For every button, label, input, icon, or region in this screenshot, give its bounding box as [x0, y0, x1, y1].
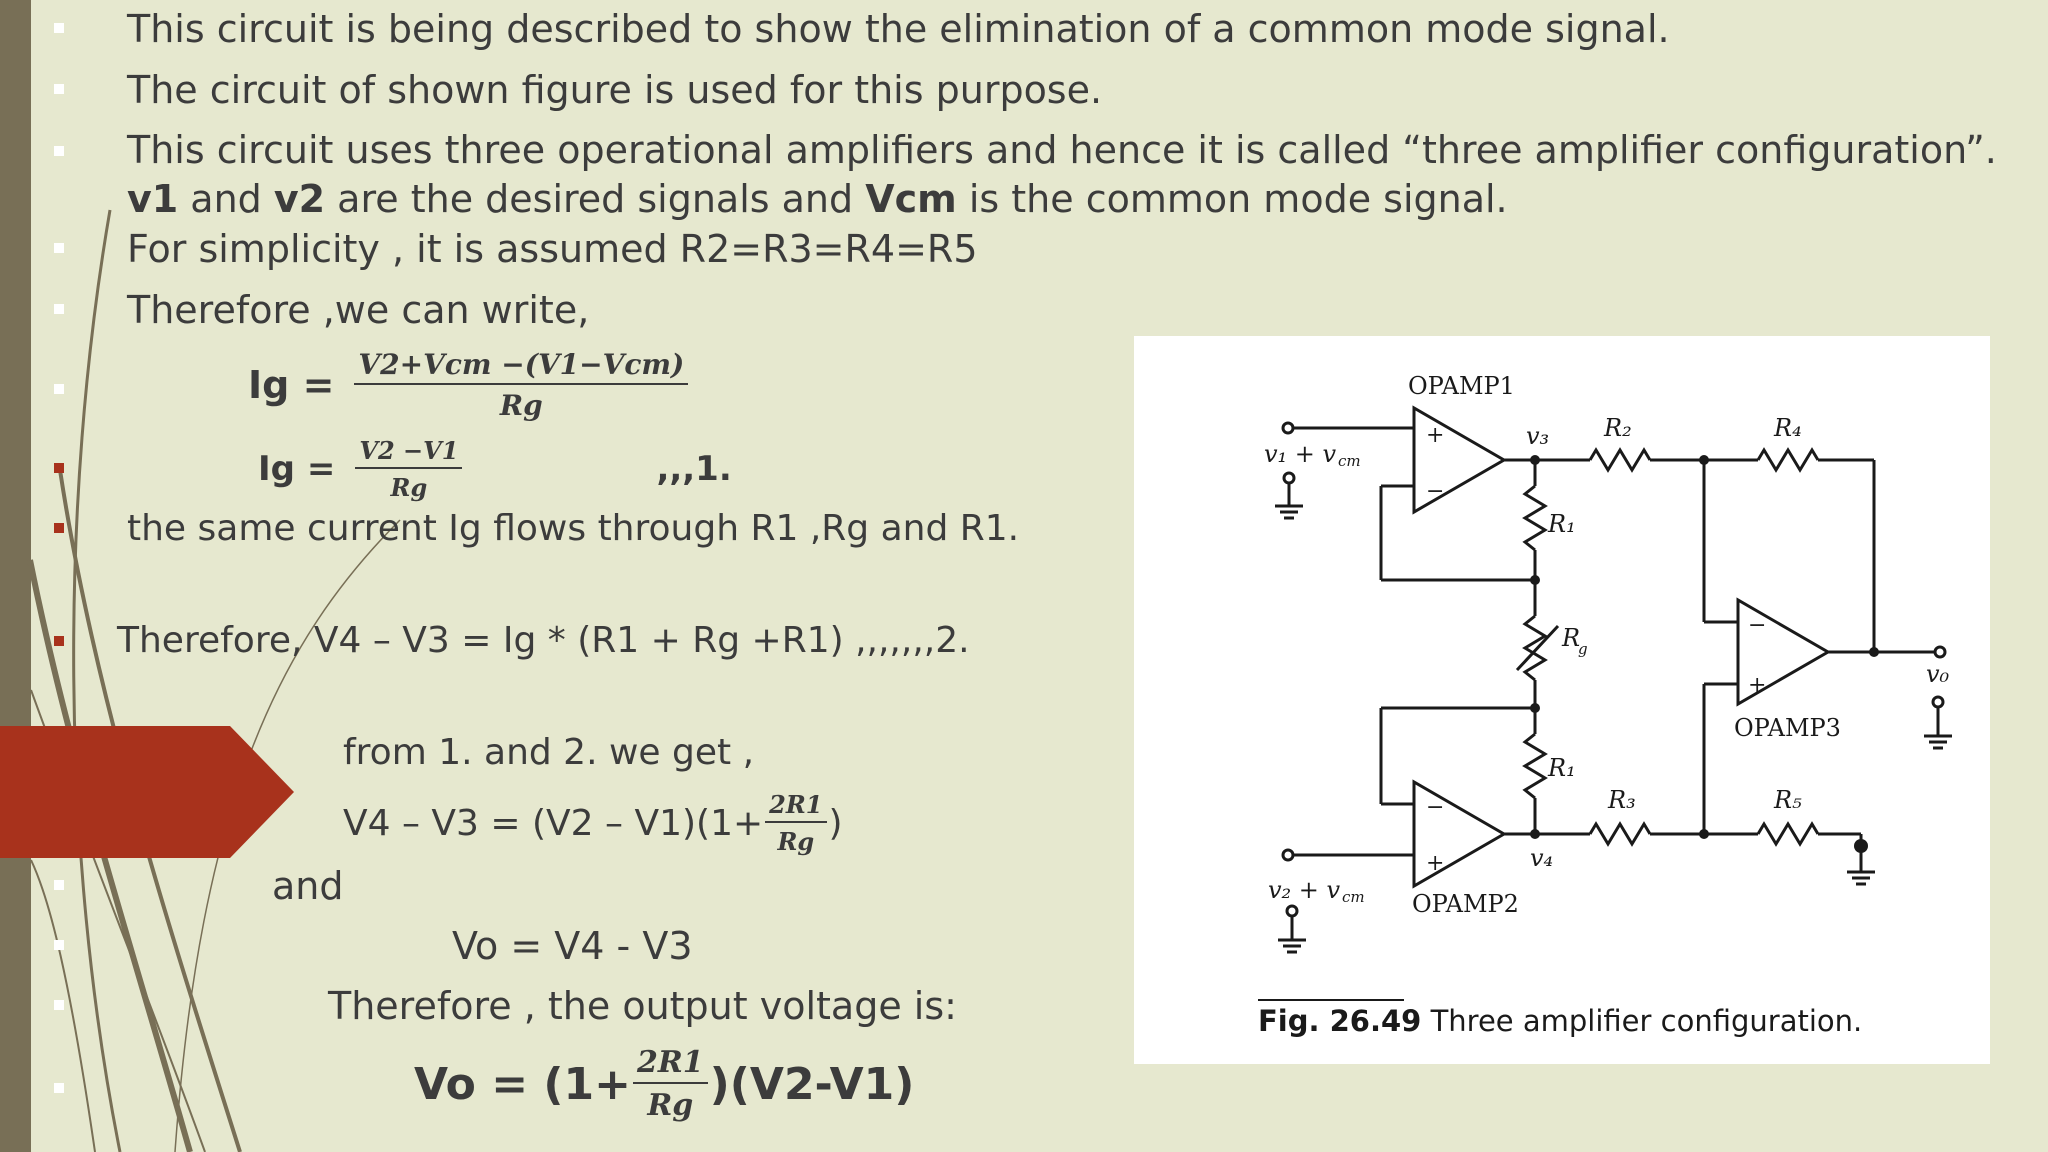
bullet-marker — [54, 146, 64, 156]
opamp1-label: OPAMP1 — [1408, 372, 1515, 400]
bullet-marker — [54, 243, 64, 253]
bullet-marker — [54, 880, 64, 890]
rg-label: R — [1561, 624, 1580, 652]
circuit-figure: OPAMP1 OPAMP2 OPAMP3 v₁ + v cm v₂ + v cm… — [1134, 336, 1990, 1064]
bullet-marker — [54, 1083, 64, 1093]
opamp2-label: OPAMP2 — [1412, 890, 1519, 918]
rg-label-sub: g — [1578, 640, 1588, 658]
bullet-text-8: from 1. and 2. we get , — [343, 732, 755, 773]
r1-top-label: R₁ — [1547, 510, 1576, 538]
equation-v4-v3: V4 – V3 = (V2 – V1)(1+ 2R1 Rg ) — [343, 790, 843, 856]
input1-label-sub: cm — [1338, 452, 1361, 470]
input2-label-sub: cm — [1342, 888, 1365, 906]
opamp2-plus: + — [1426, 851, 1444, 876]
bullet-text-3: This circuit uses three operational ampl… — [127, 128, 1997, 221]
red-arrow-shape — [0, 726, 294, 858]
input1-label: v₁ + v — [1264, 440, 1337, 468]
bullet-text-5: Therefore ,we can write, — [127, 288, 590, 332]
bullet-marker — [54, 304, 64, 314]
bullet-marker — [54, 84, 64, 94]
r3-label: R₃ — [1607, 786, 1636, 814]
r5-label: R₅ — [1773, 786, 1802, 814]
r4-label: R₄ — [1773, 414, 1802, 442]
opamp3-label: OPAMP3 — [1734, 714, 1841, 742]
opamp3-plus: + — [1748, 673, 1766, 698]
opamp1-plus: + — [1426, 423, 1444, 448]
equation-vo-simple: Vo = V4 - V3 — [452, 924, 693, 968]
bullet-marker — [54, 1000, 64, 1010]
bullet-text-and: and — [272, 864, 344, 908]
equation-final: Vo = (1+ 2R1 Rg )(V2-V1) — [414, 1045, 915, 1123]
bullet-text-4: For simplicity , it is assumed R2=R3=R4=… — [127, 227, 978, 271]
bullet-marker — [54, 636, 64, 646]
bullet-marker — [54, 23, 64, 33]
bullet-marker — [54, 463, 64, 473]
bullet-marker — [54, 384, 64, 394]
opamp1-minus: − — [1426, 479, 1444, 504]
opamp2-triangle — [1412, 779, 1507, 889]
vo-label: v₀ — [1926, 660, 1950, 688]
bullet-text-output: Therefore , the output voltage is: — [328, 984, 957, 1028]
bullet-text-2: The circuit of shown figure is used for … — [127, 68, 1103, 112]
bullet-text-6: the same current Ig flows through R1 ,Rg… — [127, 508, 1020, 549]
circuit-diagram: OPAMP1 OPAMP2 OPAMP3 v₁ + v cm v₂ + v cm… — [1258, 372, 1952, 1001]
equation-ig-full: Ig = V2+Vcm −(V1−Vcm) Rg — [248, 348, 694, 422]
v3-label: v₃ — [1526, 422, 1549, 450]
v4-label: v₄ — [1530, 844, 1553, 872]
figure-caption: Fig. 26.49 Three amplifier configuration… — [1258, 1004, 1863, 1038]
input2-label: v₂ + v — [1268, 876, 1341, 904]
opamp3-triangle — [1736, 597, 1831, 707]
opamp3-minus: − — [1748, 613, 1766, 638]
opamp1-triangle — [1412, 405, 1507, 515]
bullet-marker — [54, 940, 64, 950]
bullet-text-1: This circuit is being described to show … — [127, 7, 1670, 51]
opamp2-minus: − — [1426, 795, 1444, 820]
equation-ig-simplified: Ig = V2 −V1 Rg ,,,1. — [258, 436, 732, 502]
left-decor-bar — [0, 0, 31, 1152]
bullet-text-7: Therefore, V4 – V3 = Ig * (R1 + Rg +R1) … — [117, 620, 970, 661]
bullet-marker — [54, 523, 64, 533]
r1-bottom-label: R₁ — [1547, 754, 1576, 782]
r2-label: R₂ — [1603, 414, 1632, 442]
